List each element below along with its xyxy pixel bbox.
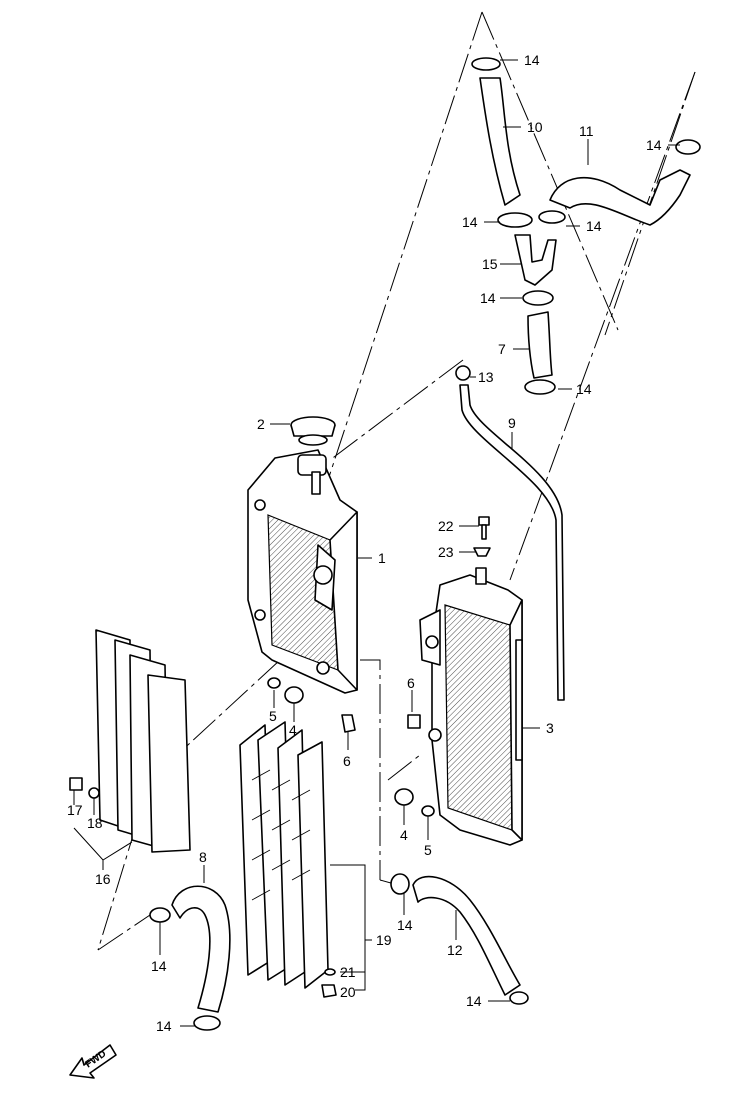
hose-joint[interactable]: [514, 234, 557, 286]
radiator-right[interactable]: [419, 567, 523, 846]
callout-14: 14: [151, 958, 167, 974]
nut[interactable]: [88, 787, 100, 799]
callout-6: 6: [343, 753, 351, 769]
callout-23: 23: [438, 544, 454, 560]
callout-10: 10: [527, 119, 543, 135]
washer[interactable]: [473, 547, 491, 557]
forward-direction-arrow: FWD: [69, 1044, 117, 1079]
callout-20: 20: [340, 984, 356, 1000]
mounting-bolt[interactable]: [341, 714, 421, 733]
callout-8: 8: [199, 849, 207, 865]
lower-hose-12[interactable]: [412, 875, 521, 996]
clip[interactable]: [69, 777, 83, 791]
callout-4: 4: [289, 722, 297, 738]
collar[interactable]: [267, 677, 435, 817]
radiator-left[interactable]: [247, 449, 358, 694]
callout-3: 3: [546, 720, 554, 736]
callout-22: 22: [438, 518, 454, 534]
callout-labels: 14 10 11 14 14 14 15 14 7 13 14 9 2 1 22…: [67, 52, 662, 1034]
callout-2: 2: [257, 416, 265, 432]
callout-18: 18: [87, 815, 103, 831]
callout-15: 15: [482, 256, 498, 272]
callout-9: 9: [508, 415, 516, 431]
callout-14: 14: [462, 214, 478, 230]
upper-hose-11[interactable]: [549, 169, 691, 226]
callout-14: 14: [576, 381, 592, 397]
callout-14: 14: [480, 290, 496, 306]
bolt[interactable]: [478, 516, 490, 540]
radiator-shroud[interactable]: [95, 629, 191, 853]
callout-14: 14: [156, 1018, 172, 1034]
callout-6: 6: [407, 675, 415, 691]
callout-4: 4: [400, 827, 408, 843]
callout-13: 13: [478, 369, 494, 385]
callout-14: 14: [524, 52, 540, 68]
callout-5: 5: [424, 842, 432, 858]
callout-5: 5: [269, 708, 277, 724]
lower-hose-8[interactable]: [171, 885, 231, 1013]
hose-clamps[interactable]: [149, 57, 701, 1031]
overflow-hose[interactable]: [459, 384, 565, 701]
callout-7: 7: [498, 341, 506, 357]
callout-11: 11: [579, 123, 594, 139]
guard-nut[interactable]: [321, 984, 337, 998]
callout-16: 16: [95, 871, 111, 887]
callout-1: 1: [378, 550, 386, 566]
callout-14: 14: [466, 993, 482, 1009]
callout-12: 12: [447, 942, 463, 958]
upper-hose-10[interactable]: [479, 77, 521, 206]
lower-hose-7[interactable]: [527, 311, 553, 379]
radiator-cap[interactable]: [290, 416, 336, 446]
guard-washer[interactable]: [324, 968, 336, 976]
callout-14: 14: [397, 917, 413, 933]
callout-19: 19: [376, 932, 392, 948]
hose-clip-small[interactable]: [455, 365, 471, 381]
callout-14: 14: [646, 137, 662, 153]
radiator-guard[interactable]: [239, 721, 329, 989]
callout-21: 21: [340, 964, 356, 980]
callout-14: 14: [586, 218, 602, 234]
leader-lines: [73, 59, 680, 1027]
callout-17: 17: [67, 802, 83, 818]
